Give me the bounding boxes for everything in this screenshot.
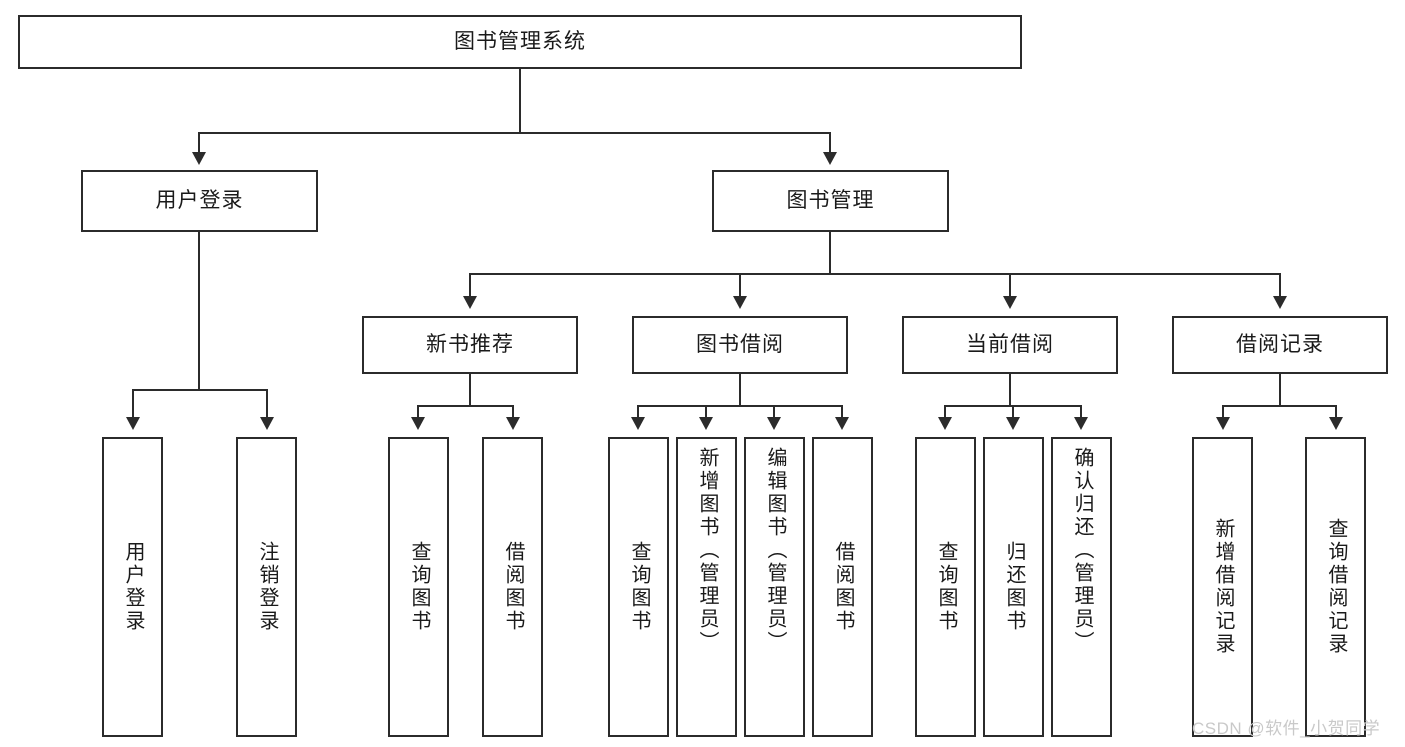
edge-level2-bus bbox=[198, 132, 830, 134]
node-label: 借阅图书 bbox=[832, 541, 854, 633]
edge-new-book-bus bbox=[417, 405, 513, 407]
node-label: 当前借阅 bbox=[966, 333, 1054, 357]
arrowhead-borrow-record-leaf-1 bbox=[1216, 417, 1230, 430]
node-current-borrow[interactable]: 当前借阅 bbox=[902, 316, 1118, 374]
edge-new-book-drop-1 bbox=[417, 405, 419, 419]
node-label: 编辑图书（管理员） bbox=[764, 447, 786, 654]
arrowhead-user-login-leaf-2 bbox=[260, 417, 274, 430]
edge-borrow-record-drop-2 bbox=[1335, 405, 1337, 419]
node-label: 借阅图书 bbox=[502, 541, 524, 633]
arrowhead-user-login-leaf-1 bbox=[126, 417, 140, 430]
edge-current-borrow-stem bbox=[1009, 374, 1011, 406]
edge-book-borrow-bus bbox=[637, 405, 843, 407]
node-label: 查询图书 bbox=[408, 541, 430, 633]
edge-level3-drop-2 bbox=[739, 273, 741, 298]
edge-current-borrow-drop-3 bbox=[1080, 405, 1082, 419]
edge-user-login-drop-2 bbox=[266, 389, 268, 419]
arrowhead-level3-3 bbox=[1003, 296, 1017, 309]
arrowhead-new-book-leaf-2 bbox=[506, 417, 520, 430]
leaf-current-borrow-query-book[interactable]: 查询图书 bbox=[915, 437, 976, 737]
node-root-book-management-system[interactable]: 图书管理系统 bbox=[18, 15, 1022, 69]
edge-level3-drop-3 bbox=[1009, 273, 1011, 298]
leaf-new-book-query-book[interactable]: 查询图书 bbox=[388, 437, 449, 737]
node-label: 图书管理系统 bbox=[454, 30, 586, 54]
leaf-book-borrow-borrow-book[interactable]: 借阅图书 bbox=[812, 437, 873, 737]
edge-new-book-stem bbox=[469, 374, 471, 406]
edge-book-borrow-drop-2 bbox=[705, 405, 707, 419]
leaf-current-borrow-confirm-return-admin[interactable]: 确认归还（管理员） bbox=[1051, 437, 1112, 737]
node-label: 新增借阅记录 bbox=[1212, 518, 1234, 656]
arrowhead-book-management bbox=[823, 152, 837, 165]
node-label: 图书管理 bbox=[786, 189, 875, 213]
node-label: 查询图书 bbox=[935, 541, 957, 633]
edge-book-borrow-stem bbox=[739, 374, 741, 406]
edge-book-borrow-drop-4 bbox=[841, 405, 843, 419]
edge-root-stem bbox=[519, 69, 521, 133]
edge-level3-bus bbox=[469, 273, 1280, 275]
arrowhead-current-borrow-leaf-2 bbox=[1006, 417, 1020, 430]
arrowhead-user-login bbox=[192, 152, 206, 165]
leaf-user-login-logout[interactable]: 注销登录 bbox=[236, 437, 297, 737]
arrowhead-book-borrow-leaf-2 bbox=[699, 417, 713, 430]
node-book-borrow[interactable]: 图书借阅 bbox=[632, 316, 848, 374]
node-label: 查询借阅记录 bbox=[1325, 518, 1347, 656]
node-label: 借阅记录 bbox=[1236, 333, 1324, 357]
edge-current-borrow-drop-1 bbox=[944, 405, 946, 419]
node-label: 归还图书 bbox=[1003, 541, 1025, 633]
arrowhead-current-borrow-leaf-3 bbox=[1074, 417, 1088, 430]
node-label: 新书推荐 bbox=[426, 333, 514, 357]
edge-user-login-bus bbox=[132, 389, 266, 391]
leaf-book-borrow-add-book-admin[interactable]: 新增图书（管理员） bbox=[676, 437, 737, 737]
edge-borrow-record-stem bbox=[1279, 374, 1281, 406]
node-label: 用户登录 bbox=[155, 189, 244, 213]
arrowhead-book-borrow-leaf-1 bbox=[631, 417, 645, 430]
leaf-new-book-borrow-book[interactable]: 借阅图书 bbox=[482, 437, 543, 737]
leaf-borrow-record-add-record[interactable]: 新增借阅记录 bbox=[1192, 437, 1253, 737]
arrowhead-book-borrow-leaf-4 bbox=[835, 417, 849, 430]
edge-user-login-drop-1 bbox=[132, 389, 134, 419]
arrowhead-borrow-record-leaf-2 bbox=[1329, 417, 1343, 430]
node-label: 确认归还（管理员） bbox=[1071, 447, 1093, 654]
node-label: 新增图书（管理员） bbox=[696, 447, 718, 654]
leaf-user-login-login[interactable]: 用户登录 bbox=[102, 437, 163, 737]
node-user-login[interactable]: 用户登录 bbox=[81, 170, 318, 232]
edge-book-management-stem bbox=[829, 232, 831, 274]
edge-book-borrow-drop-3 bbox=[773, 405, 775, 419]
node-label: 注销登录 bbox=[256, 541, 278, 633]
leaf-book-borrow-edit-book-admin[interactable]: 编辑图书（管理员） bbox=[744, 437, 805, 737]
edge-user-login-stem bbox=[198, 232, 200, 390]
arrowhead-level3-4 bbox=[1273, 296, 1287, 309]
watermark-csdn: CSDN @软件_小贺同学 bbox=[1192, 719, 1381, 738]
edge-level2-drop-user-login bbox=[198, 132, 200, 154]
edge-level3-drop-4 bbox=[1279, 273, 1281, 298]
node-label: 查询图书 bbox=[628, 541, 650, 633]
edge-current-borrow-drop-2 bbox=[1012, 405, 1014, 419]
arrowhead-level3-1 bbox=[463, 296, 477, 309]
edge-borrow-record-bus bbox=[1222, 405, 1336, 407]
node-label: 图书借阅 bbox=[696, 333, 784, 357]
leaf-current-borrow-return-book[interactable]: 归还图书 bbox=[983, 437, 1044, 737]
leaf-book-borrow-query-book[interactable]: 查询图书 bbox=[608, 437, 669, 737]
edge-level2-drop-book-management bbox=[829, 132, 831, 154]
edge-level3-drop-1 bbox=[469, 273, 471, 298]
node-borrow-record[interactable]: 借阅记录 bbox=[1172, 316, 1388, 374]
arrowhead-current-borrow-leaf-1 bbox=[938, 417, 952, 430]
arrowhead-level3-2 bbox=[733, 296, 747, 309]
edge-book-borrow-drop-1 bbox=[637, 405, 639, 419]
leaf-borrow-record-query-record[interactable]: 查询借阅记录 bbox=[1305, 437, 1366, 737]
node-book-management[interactable]: 图书管理 bbox=[712, 170, 949, 232]
arrowhead-new-book-leaf-1 bbox=[411, 417, 425, 430]
edge-borrow-record-drop-1 bbox=[1222, 405, 1224, 419]
node-new-book-recommend[interactable]: 新书推荐 bbox=[362, 316, 578, 374]
edge-new-book-drop-2 bbox=[512, 405, 514, 419]
node-label: 用户登录 bbox=[122, 541, 144, 633]
arrowhead-book-borrow-leaf-3 bbox=[767, 417, 781, 430]
